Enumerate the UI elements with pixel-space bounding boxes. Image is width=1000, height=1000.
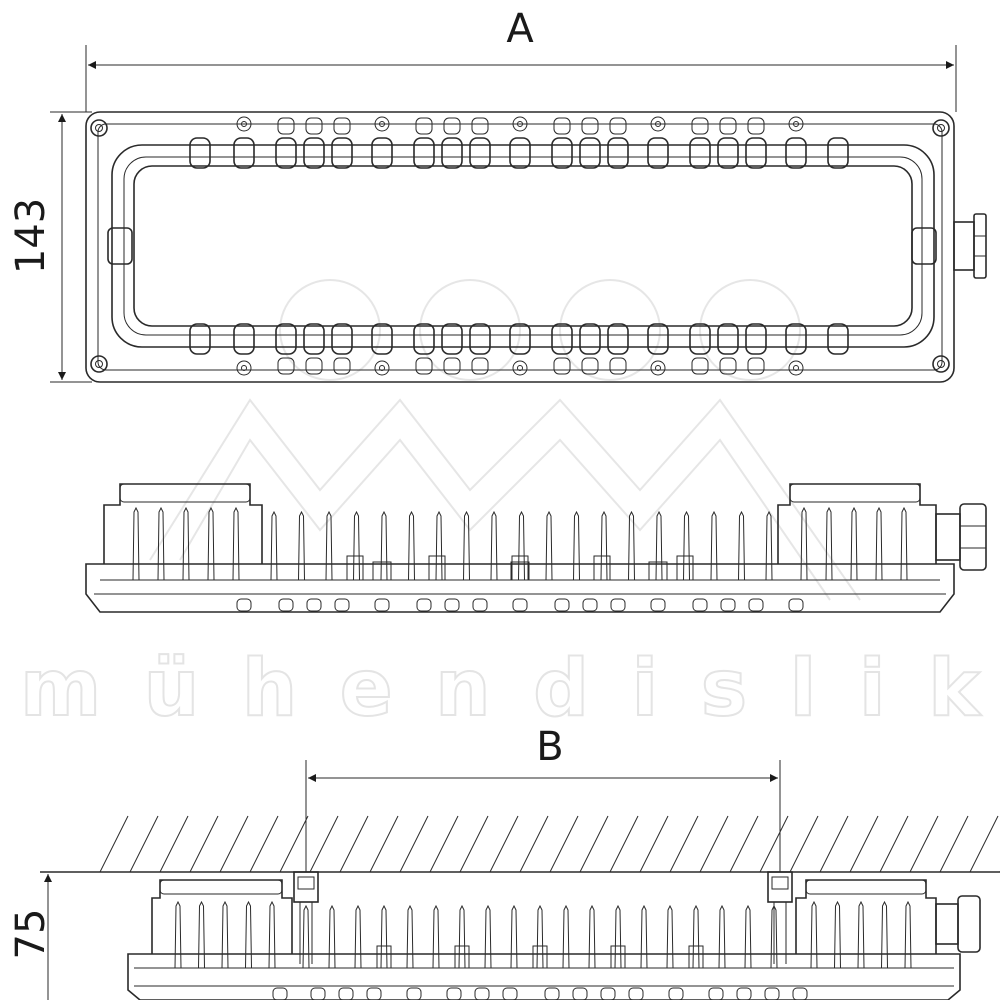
cable-gland-icon xyxy=(953,213,987,279)
housing-top-outline xyxy=(85,111,955,383)
watermark-text: mühendislik xyxy=(20,644,982,734)
lens-window xyxy=(133,165,913,327)
corner-screws xyxy=(90,119,950,373)
mounting-bracket-left-icon xyxy=(293,871,319,964)
lens-frame xyxy=(111,144,935,348)
fin-bosses xyxy=(189,116,849,376)
mounted-view: B 75 xyxy=(8,724,1000,1000)
dimension-label-75: 75 xyxy=(8,909,54,960)
housing-mounted-body xyxy=(127,953,961,1000)
watermark: mühendislik xyxy=(19,279,983,735)
base-bosses xyxy=(236,598,804,612)
mounted-cooling-fins xyxy=(174,900,912,969)
housing-side-body xyxy=(85,563,955,613)
ceiling-hatch xyxy=(99,815,1000,873)
side-cable-gland-icon xyxy=(935,503,987,571)
mounted-cable-gland-icon xyxy=(935,895,981,953)
top-view: A 143 xyxy=(8,6,987,383)
dimension-label-143: 143 xyxy=(8,198,54,274)
dimension-label-b: B xyxy=(536,724,563,770)
side-view xyxy=(85,483,987,613)
mounted-base-bosses xyxy=(272,987,808,1000)
cooling-fins xyxy=(132,506,908,581)
dimension-label-a: A xyxy=(506,6,534,52)
